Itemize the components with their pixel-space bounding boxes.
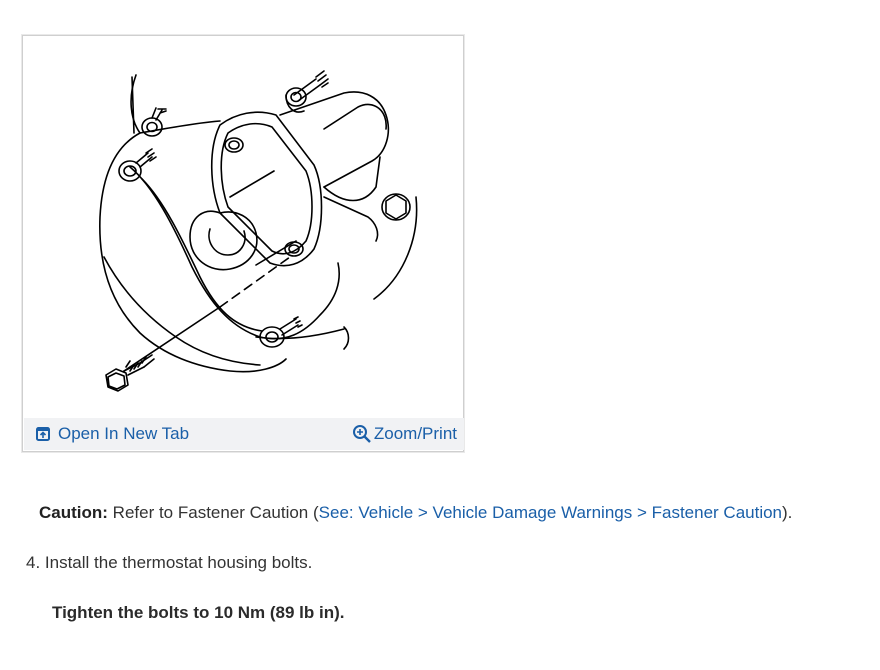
open-in-new-tab-icon bbox=[36, 427, 50, 441]
caution-note: Caution: Refer to Fastener Caution (See:… bbox=[39, 503, 792, 523]
open-in-new-tab-label: Open In New Tab bbox=[58, 424, 190, 443]
caution-label: Caution: bbox=[39, 503, 108, 522]
zoom-print-label: Zoom/Print bbox=[373, 424, 457, 443]
figure-card: Open In New Tab Zoom/Print bbox=[22, 35, 464, 452]
step-instruction: 4. Install the thermostat housing bolts. bbox=[26, 553, 313, 572]
fastener-caution-link[interactable]: See: Vehicle > Vehicle Damage Warnings >… bbox=[318, 503, 783, 522]
thermostat-housing-diagram[interactable] bbox=[24, 37, 464, 419]
figure-toolbar: Open In New Tab Zoom/Print bbox=[24, 418, 464, 450]
caution-text: Refer to Fastener Caution ( bbox=[107, 503, 319, 522]
zoom-print-link[interactable]: Zoom/Print bbox=[352, 424, 457, 444]
caution-close: ). bbox=[782, 503, 793, 522]
torque-spec: Tighten the bolts to 10 Nm (89 lb in). bbox=[52, 603, 345, 622]
zoom-in-icon bbox=[352, 425, 371, 443]
open-in-new-tab-link[interactable]: Open In New Tab bbox=[36, 424, 189, 444]
